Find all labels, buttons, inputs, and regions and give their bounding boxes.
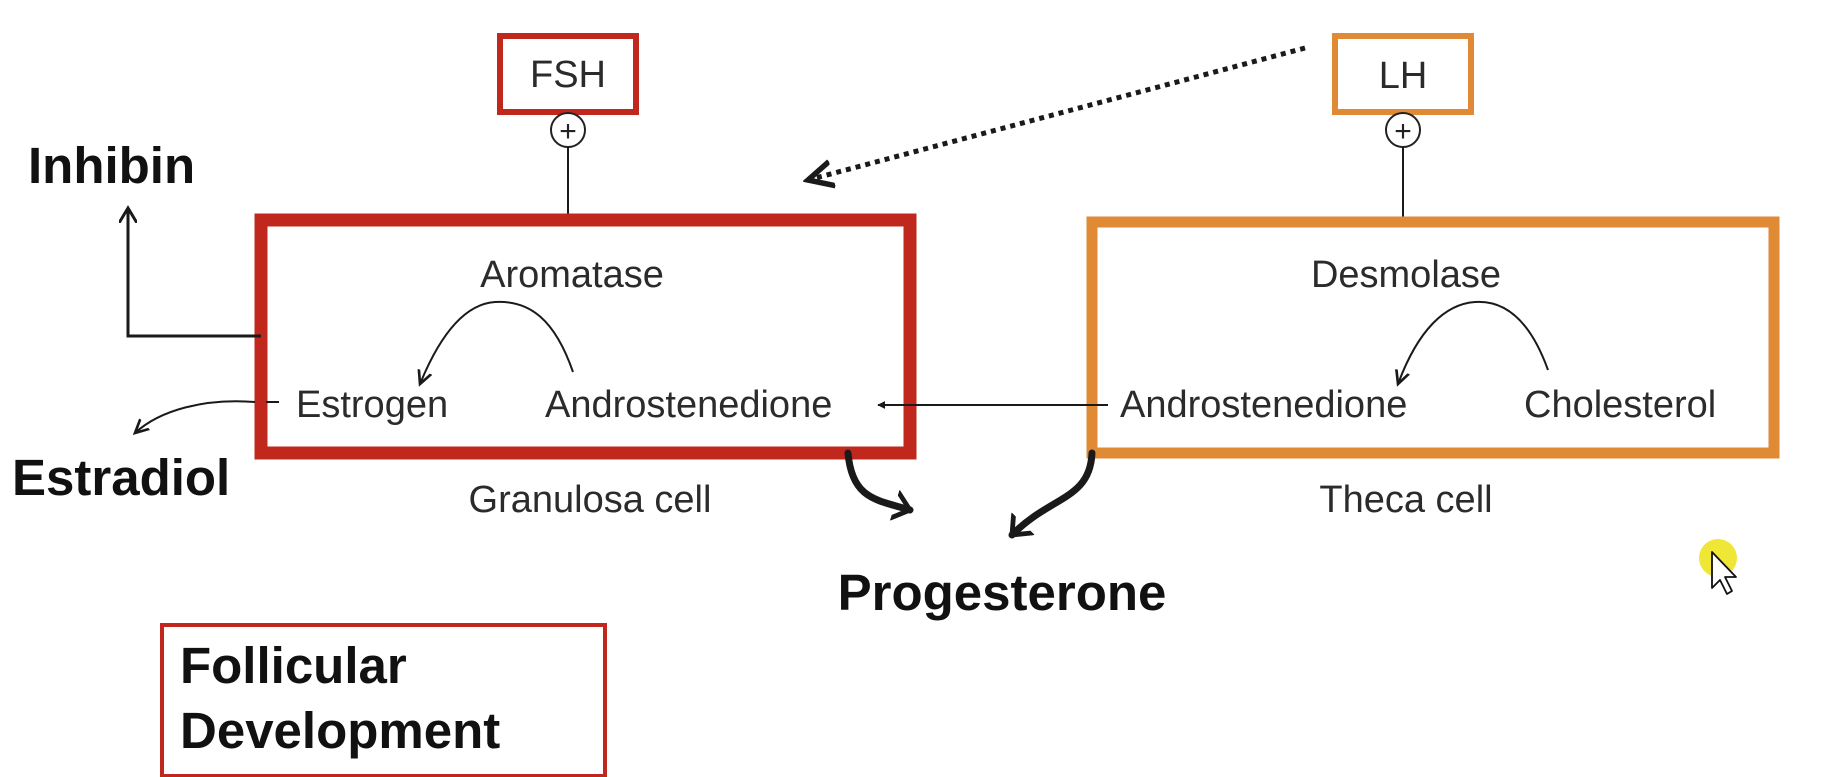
granulosa-cell-caption: Granulosa cell: [469, 479, 712, 521]
fsh-stimulation-symbol: +: [559, 115, 577, 148]
inhibin-output-arrow: [128, 208, 261, 338]
lh-node: LH +: [1332, 33, 1474, 249]
title-box-border: [160, 623, 607, 777]
title-line-1: Follicular: [180, 637, 407, 694]
lh-stimulation-symbol: +: [1394, 115, 1412, 148]
inhibin-label: Inhibin: [28, 137, 195, 194]
aromatase-label: Aromatase: [480, 254, 664, 296]
granulosa-cell: Aromatase Estrogen Androstenedione Granu…: [254, 213, 917, 521]
theca-androstenedione-label: Androstenedione: [1120, 384, 1407, 426]
theca-progesterone-arrow: [1008, 449, 1096, 539]
desmolase-label: Desmolase: [1311, 254, 1501, 296]
theca-cell-box: [1086, 216, 1780, 459]
granulosa-progesterone-arrow: [844, 449, 914, 510]
arrow-cursor: [1699, 539, 1737, 595]
lh-to-granulosa-dotted-arrow: [808, 45, 1306, 180]
theca-cell-caption: Theca cell: [1319, 479, 1492, 521]
fsh-label: FSH: [530, 54, 606, 96]
theca-cell: Desmolase Androstenedione Cholesterol Th…: [1086, 216, 1780, 521]
progesterone-label: Progesterone: [838, 564, 1167, 621]
fsh-node: FSH +: [497, 33, 639, 249]
title-box: Follicular Development: [160, 623, 607, 777]
lh-box: [1332, 33, 1474, 115]
desmolase-conversion-arrow: [1398, 300, 1549, 384]
aromatase-conversion-arrow: [420, 300, 574, 384]
estradiol-output-arrow: [135, 400, 256, 433]
estradiol-label: Estradiol: [12, 449, 230, 506]
cholesterol-label: Cholesterol: [1524, 384, 1716, 426]
estrogen-label: Estrogen: [296, 384, 448, 426]
title-line-2: Development: [180, 702, 500, 759]
granulosa-androstenedione-label: Androstenedione: [545, 384, 832, 426]
cursor-pointer-icon: [1711, 551, 1737, 595]
lh-label: LH: [1379, 55, 1428, 97]
